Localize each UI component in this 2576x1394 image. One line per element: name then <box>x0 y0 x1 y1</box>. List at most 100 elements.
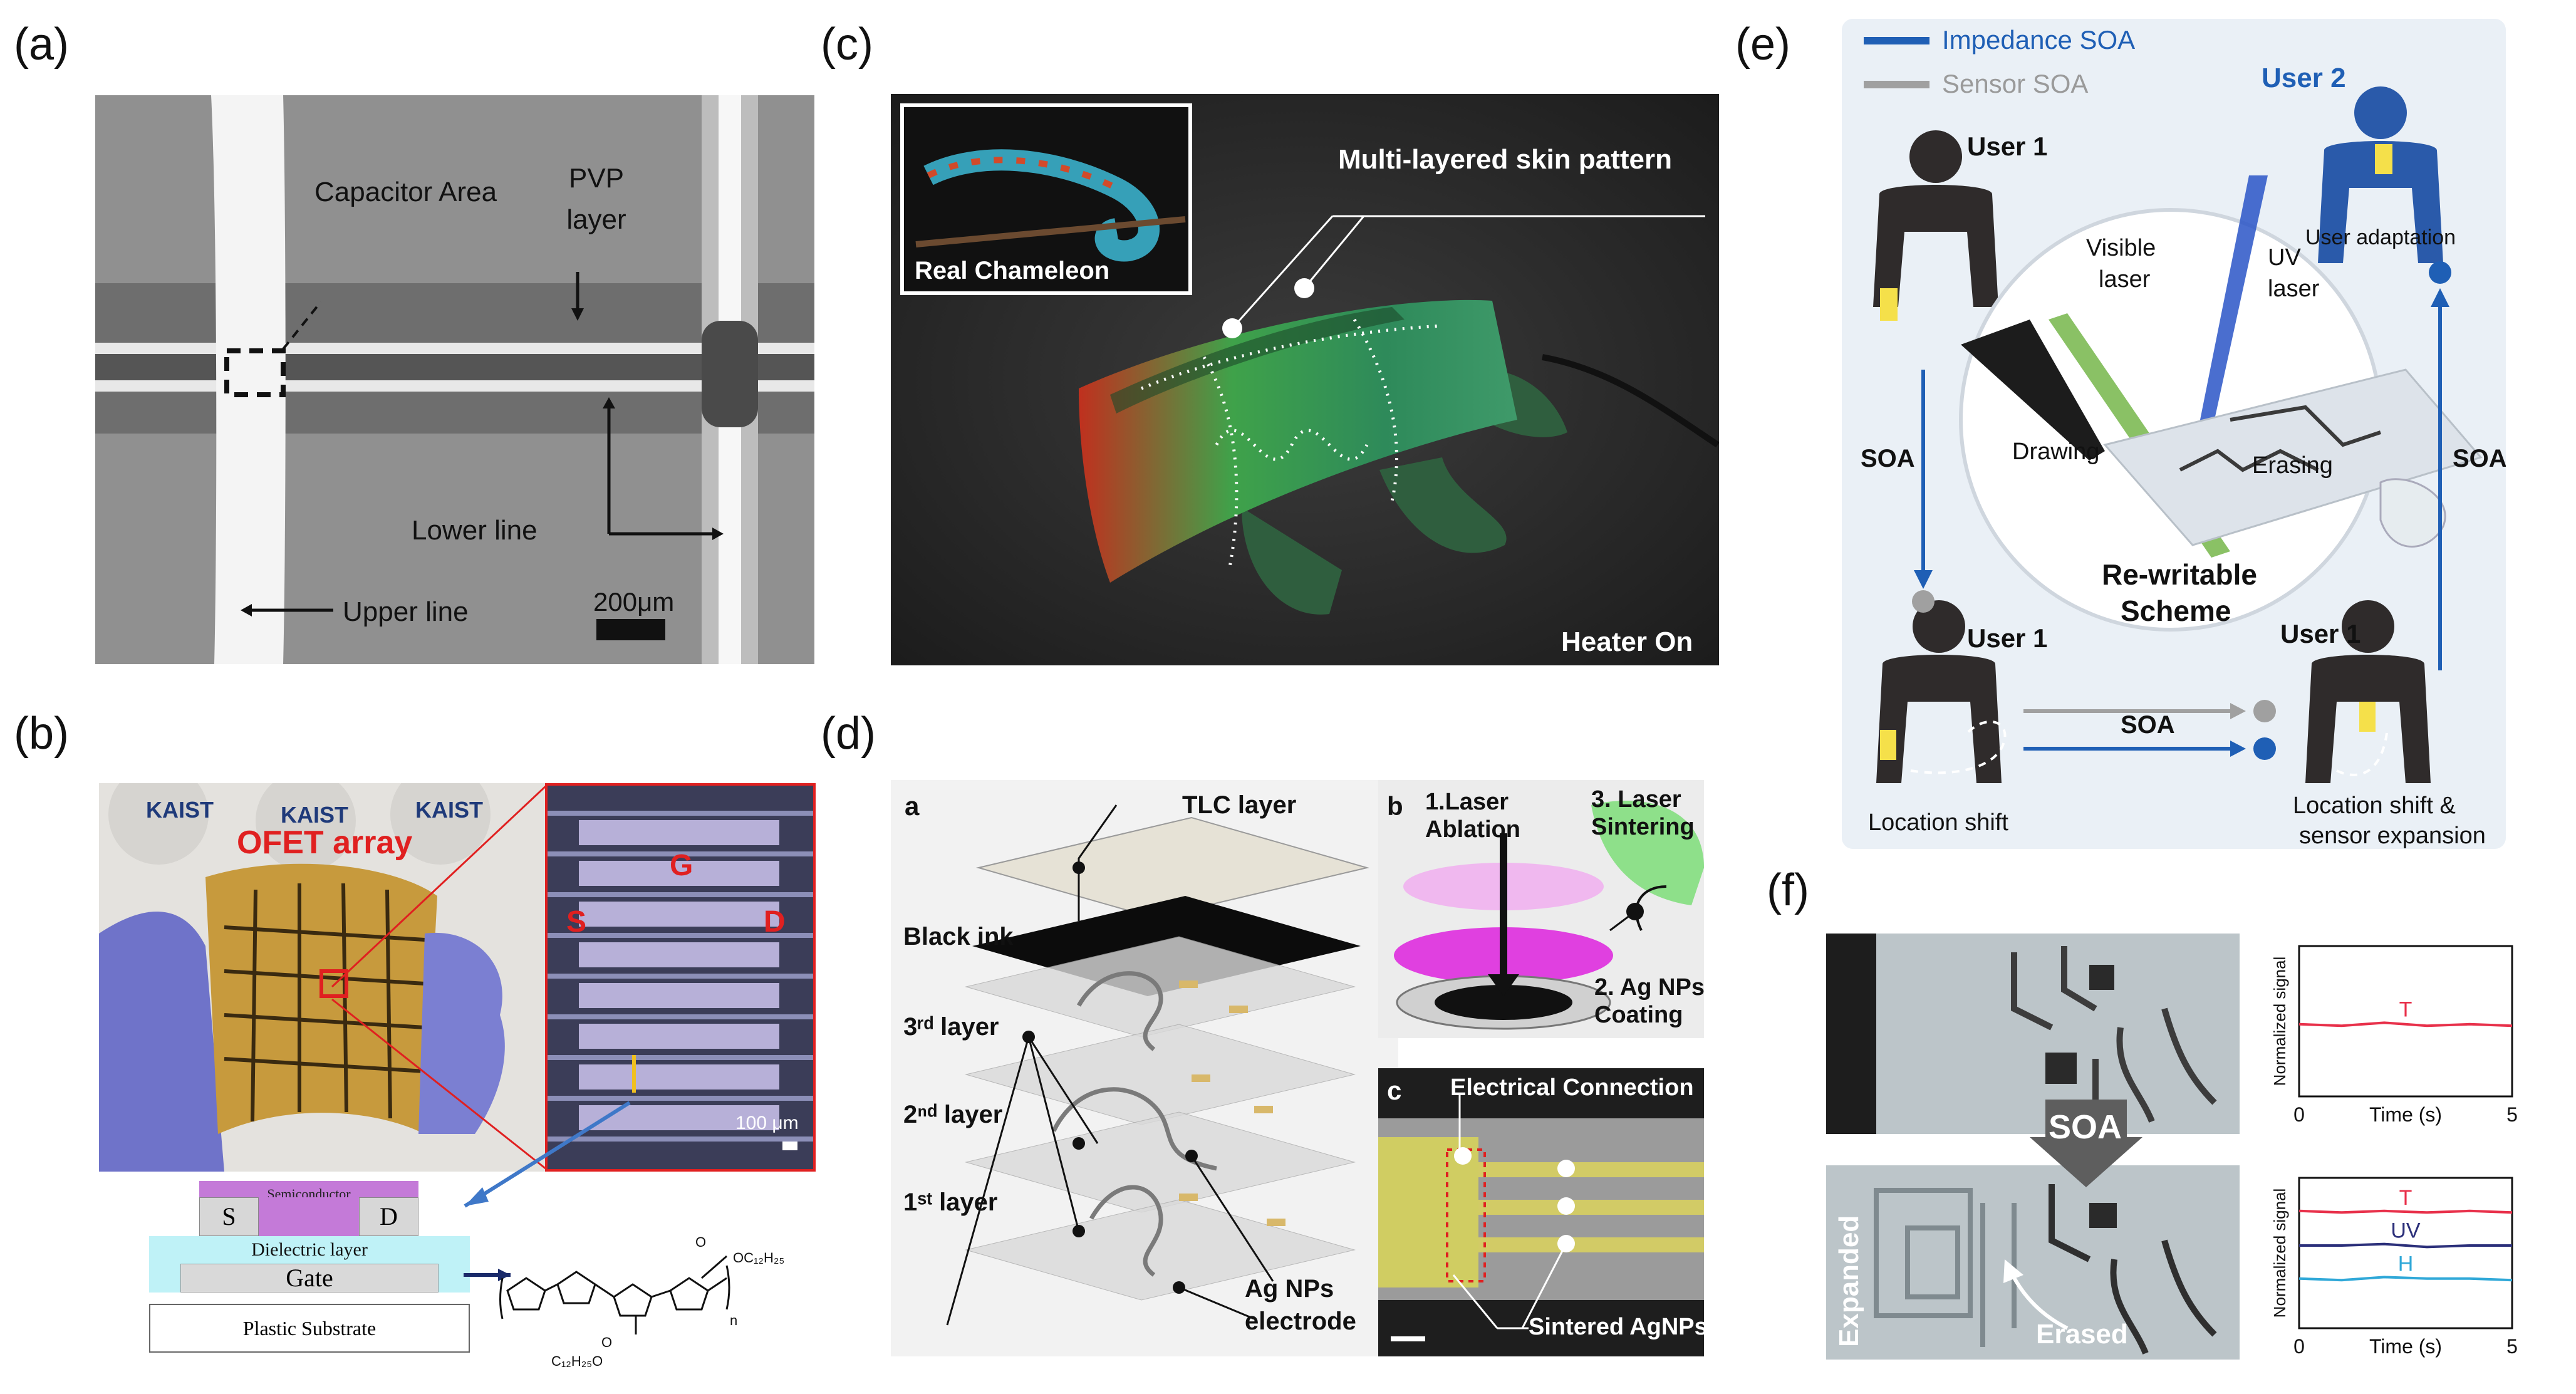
expanded-label: Expanded <box>1834 1215 1864 1347</box>
skin-pattern-label: Multi-layered skin pattern <box>1338 144 1673 175</box>
panel-e-schematic: Impedance SOA Sensor SOA User 1 User 2 U… <box>1842 19 2506 849</box>
uv-laser-label-2: laser <box>2268 276 2320 302</box>
chem-repeat-n: n <box>730 1313 738 1328</box>
panel-e-drawing <box>1842 19 2506 849</box>
semiconductor-channel <box>259 1197 359 1236</box>
user-adaptation-label: User adaptation <box>2305 226 2456 249</box>
user1-bottom-right-label: User 1 <box>2280 619 2361 648</box>
upper-line-label: Upper line <box>343 596 469 627</box>
capacitor-area-label: Capacitor Area <box>314 177 497 207</box>
location-expansion-label-1: Location shift & <box>2293 793 2456 819</box>
panel-d-c-micrograph: c Electrical Connection Sintered AgNPs <box>1378 1068 1704 1356</box>
panel-a-drawing <box>95 95 814 664</box>
user1-bottom-left-label: User 1 <box>1967 623 2048 653</box>
legend-impedance-soa: Impedance SOA <box>1942 25 2136 55</box>
kaist-logo-3: KAIST <box>415 797 483 823</box>
sub-label-c: c <box>1387 1076 1402 1105</box>
electrical-connection-label: Electrical Connection <box>1450 1074 1694 1101</box>
panel-d-a-schematic: a TLC layer Black ink 3ʳᵈ layer 2ⁿᵈ laye… <box>891 780 1398 1356</box>
chem-o-bottom: O <box>601 1334 613 1350</box>
zoom-scale-label: 100 μm <box>735 1113 799 1133</box>
panel-label-a: (a) <box>14 19 69 70</box>
laser-sintering-label-1: 3. Laser <box>1591 786 1681 813</box>
chart-top-frame <box>2298 945 2513 1098</box>
chart-top-y-label: Normalized signal <box>2270 957 2289 1086</box>
laser-sintering-label-2: Sintering <box>1591 814 1695 840</box>
soa-arrow-shape <box>2030 1100 2142 1187</box>
panel-label-d: (d) <box>821 709 876 759</box>
drawing-label: Drawing <box>2012 439 2100 465</box>
ofet-array-label: OFET array <box>237 824 413 861</box>
erasing-label: Erasing <box>2252 452 2333 479</box>
panel-d-b-schematic: b 1.Laser Ablation 3. Laser Sintering 2.… <box>1378 780 1704 1038</box>
legend-sensor-soa: Sensor SOA <box>1942 69 2089 98</box>
chart-top-x-label: Time (s) <box>2369 1103 2442 1126</box>
panel-f-top-drawing <box>1826 934 2240 1134</box>
gate-electrode: Gate <box>180 1264 439 1293</box>
chart-top-series-label-t: T <box>2399 997 2412 1021</box>
black-ink-label: Black ink <box>903 923 1014 950</box>
rewritable-label-2: Scheme <box>2121 595 2231 627</box>
chem-o-top: O <box>695 1234 707 1250</box>
chart-bottom-line-h <box>2298 1276 2513 1282</box>
plastic-substrate: Plastic Substrate <box>149 1304 470 1353</box>
ag-coating-label-2: Coating <box>1594 1002 1683 1028</box>
first-layer-label: 1ˢᵗ layer <box>903 1189 998 1216</box>
erased-arrow <box>2003 1259 2069 1330</box>
semiconductor-layer <box>199 1181 418 1197</box>
panel-c-drawing <box>891 94 1719 665</box>
scale-bar-label: 200μm <box>593 587 675 616</box>
real-chameleon-label: Real Chameleon <box>915 257 1110 284</box>
panel-f-micrograph-top <box>1826 934 2240 1134</box>
chem-side-chain-top: OC₁₂H₂₅ <box>733 1250 785 1266</box>
sub-label-b: b <box>1387 791 1403 821</box>
chart-bottom-x-tick-1: 5 <box>2506 1335 2518 1358</box>
sub-label-a: a <box>905 791 920 821</box>
second-layer-label: 2ⁿᵈ layer <box>903 1101 1003 1128</box>
chart-bottom-x-tick-0: 0 <box>2293 1335 2305 1358</box>
visible-laser-label-1: Visible <box>2086 235 2156 261</box>
chart-top-x-tick-0: 0 <box>2293 1103 2305 1126</box>
chart-top-line-t <box>2298 1021 2513 1027</box>
chart-bottom-frame <box>2298 1177 2513 1329</box>
panel-b-connectors <box>331 784 631 1208</box>
panel-label-c: (c) <box>821 19 873 70</box>
chart-bottom-series-label-t: T <box>2399 1186 2412 1210</box>
laser-ablation-label-1: 1.Laser <box>1425 789 1509 815</box>
ag-electrode-label-2: electrode <box>1245 1308 1356 1335</box>
panel-b-zoom: S G D 100 μm <box>545 783 816 1172</box>
visible-laser-label-2: laser <box>2099 266 2151 293</box>
kaist-logo-1: KAIST <box>146 797 214 823</box>
erased-label: Erased <box>2036 1319 2128 1350</box>
panel-d-c-drawing <box>1378 1068 1704 1356</box>
soa-left-label: SOA <box>1861 445 1915 472</box>
tlc-layer-label: TLC layer <box>1182 791 1297 819</box>
panel-f-bottom-drawing <box>1826 1165 2240 1360</box>
chem-side-chain-bottom: C₁₂H₂₅O <box>551 1353 603 1369</box>
chart-top-x-tick-1: 5 <box>2506 1103 2518 1126</box>
polymer-structure <box>464 1255 730 1334</box>
panel-d-a-drawing <box>891 780 1398 1356</box>
soa-bottom-label: SOA <box>2121 711 2175 739</box>
chart-bottom-series-label-uv: UV <box>2391 1219 2421 1243</box>
soa-right-label: SOA <box>2453 445 2506 472</box>
drain-electrode: D <box>359 1197 418 1236</box>
panel-label-b: (b) <box>14 709 69 759</box>
uv-laser-label-1: UV <box>2268 244 2301 271</box>
lower-line-label: Lower line <box>412 515 538 546</box>
panel-f-micrograph-bottom: Expanded Erased <box>1826 1165 2240 1360</box>
panel-b-photo: KAIST KAIST KAIST OFET array <box>99 783 545 1172</box>
user2-label: User 2 <box>2262 63 2346 93</box>
panel-a-micrograph: Capacitor Area PVP layer Lower line Uppe… <box>95 95 814 664</box>
soa-arrow-label: SOA <box>2049 1108 2122 1146</box>
panel-b-zoom-drawing <box>548 786 813 1169</box>
rewritable-label-1: Re-writable <box>2102 558 2257 591</box>
chart-bottom-line-t <box>2298 1209 2513 1214</box>
third-layer-label: 3ʳᵈ layer <box>903 1013 999 1041</box>
panel-label-e: (e) <box>1735 19 1790 70</box>
ag-electrode-label-1: Ag NPs <box>1245 1275 1334 1303</box>
source-electrode: S <box>199 1197 259 1236</box>
panel-c-photo: Multi-layered skin pattern Real Chameleo… <box>891 94 1719 665</box>
chart-bottom-line-uv <box>2299 1242 2512 1249</box>
